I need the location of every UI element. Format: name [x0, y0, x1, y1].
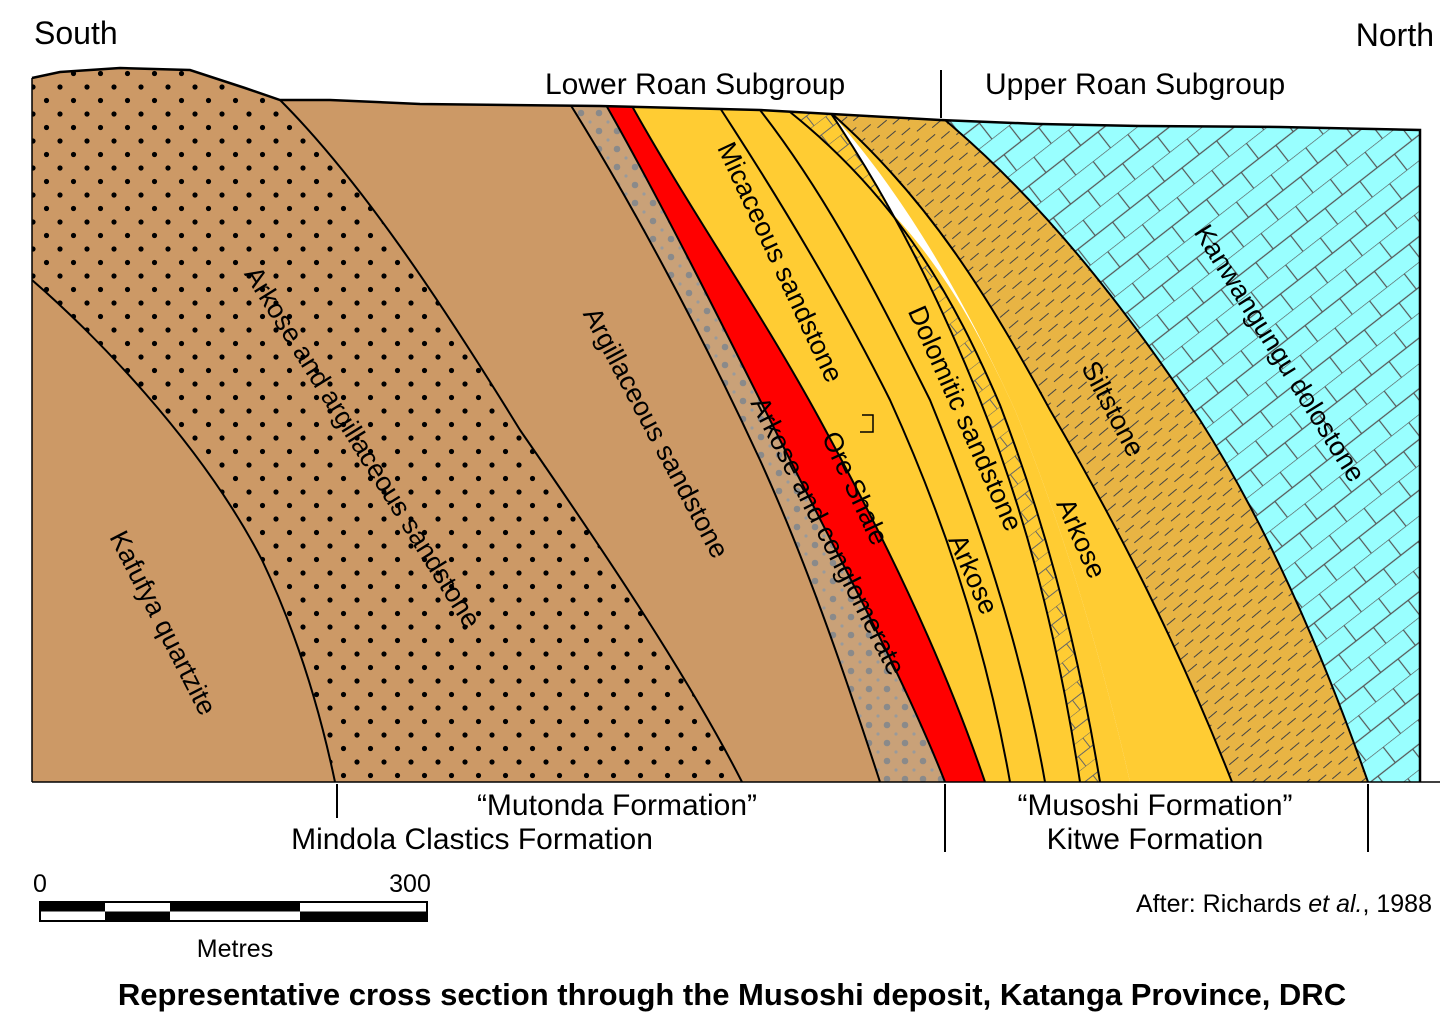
contact-ore-shale [631, 105, 986, 782]
direction-north: North [1356, 17, 1434, 53]
subgroup-lower-label: Lower Roan Subgroup [545, 68, 845, 101]
scale-bar-seg-1 [40, 902, 105, 912]
scale-bar-seg-4 [300, 911, 427, 921]
contact-arkose [759, 109, 1046, 782]
micaceous-bracket [860, 414, 874, 433]
layer-micaceous-arkose [632, 106, 1080, 782]
layer-argillaceous [280, 100, 880, 782]
credit-prefix: After: Richards [1136, 890, 1308, 918]
formation-kitwe: Kitwe Formation [1047, 823, 1264, 856]
contact-argillaceous [569, 103, 881, 782]
contact-dolomitic-b [829, 111, 1081, 782]
layer-ore-shale [606, 105, 985, 782]
credit-suffix: , 1988 [1362, 890, 1432, 918]
contact-micaceous [719, 107, 1011, 782]
credit-text: After: Richards et al., 1988 [1136, 890, 1432, 918]
contact-kafufya [32, 279, 336, 782]
contact-conglomerate [605, 104, 946, 782]
layer-arkose-argillaceous-pattern [32, 68, 742, 782]
scale-min-label: 0 [33, 870, 47, 898]
layer-kanwangungu-pattern [945, 120, 1420, 782]
credit-italic: et al. [1308, 890, 1362, 918]
figure-title: Representative cross section through the… [118, 977, 1346, 1012]
subgroup-upper-label: Upper Roan Subgroup [985, 68, 1285, 101]
contact-arkose-upper [829, 111, 1233, 782]
scale-max-label: 300 [389, 870, 431, 898]
scale-bar: 0 300 Metres [33, 870, 431, 963]
contact-dolomitic-a [789, 111, 1101, 782]
layer-arkose-conglomerate-pattern [570, 104, 945, 782]
scale-bar-seg-3 [170, 902, 300, 912]
layer-arkose-upper [830, 112, 1232, 782]
formation-mutonda: “Mutonda Formation” [477, 789, 757, 822]
layer-siltstone-pattern [830, 112, 1368, 782]
contact-dotted [279, 99, 743, 782]
formation-mindola: Mindola Clastics Formation [291, 823, 653, 856]
direction-south: South [34, 15, 118, 51]
scale-bar-seg-2 [105, 911, 170, 921]
layer-kafufya [32, 280, 335, 782]
contact-kanwangungu [944, 119, 1369, 782]
scale-unit-label: Metres [197, 935, 273, 963]
layer-dolomitic [760, 110, 1130, 782]
surface-line [31, 66, 1422, 782]
formation-musoshi: “Musoshi Formation” [1017, 789, 1292, 822]
